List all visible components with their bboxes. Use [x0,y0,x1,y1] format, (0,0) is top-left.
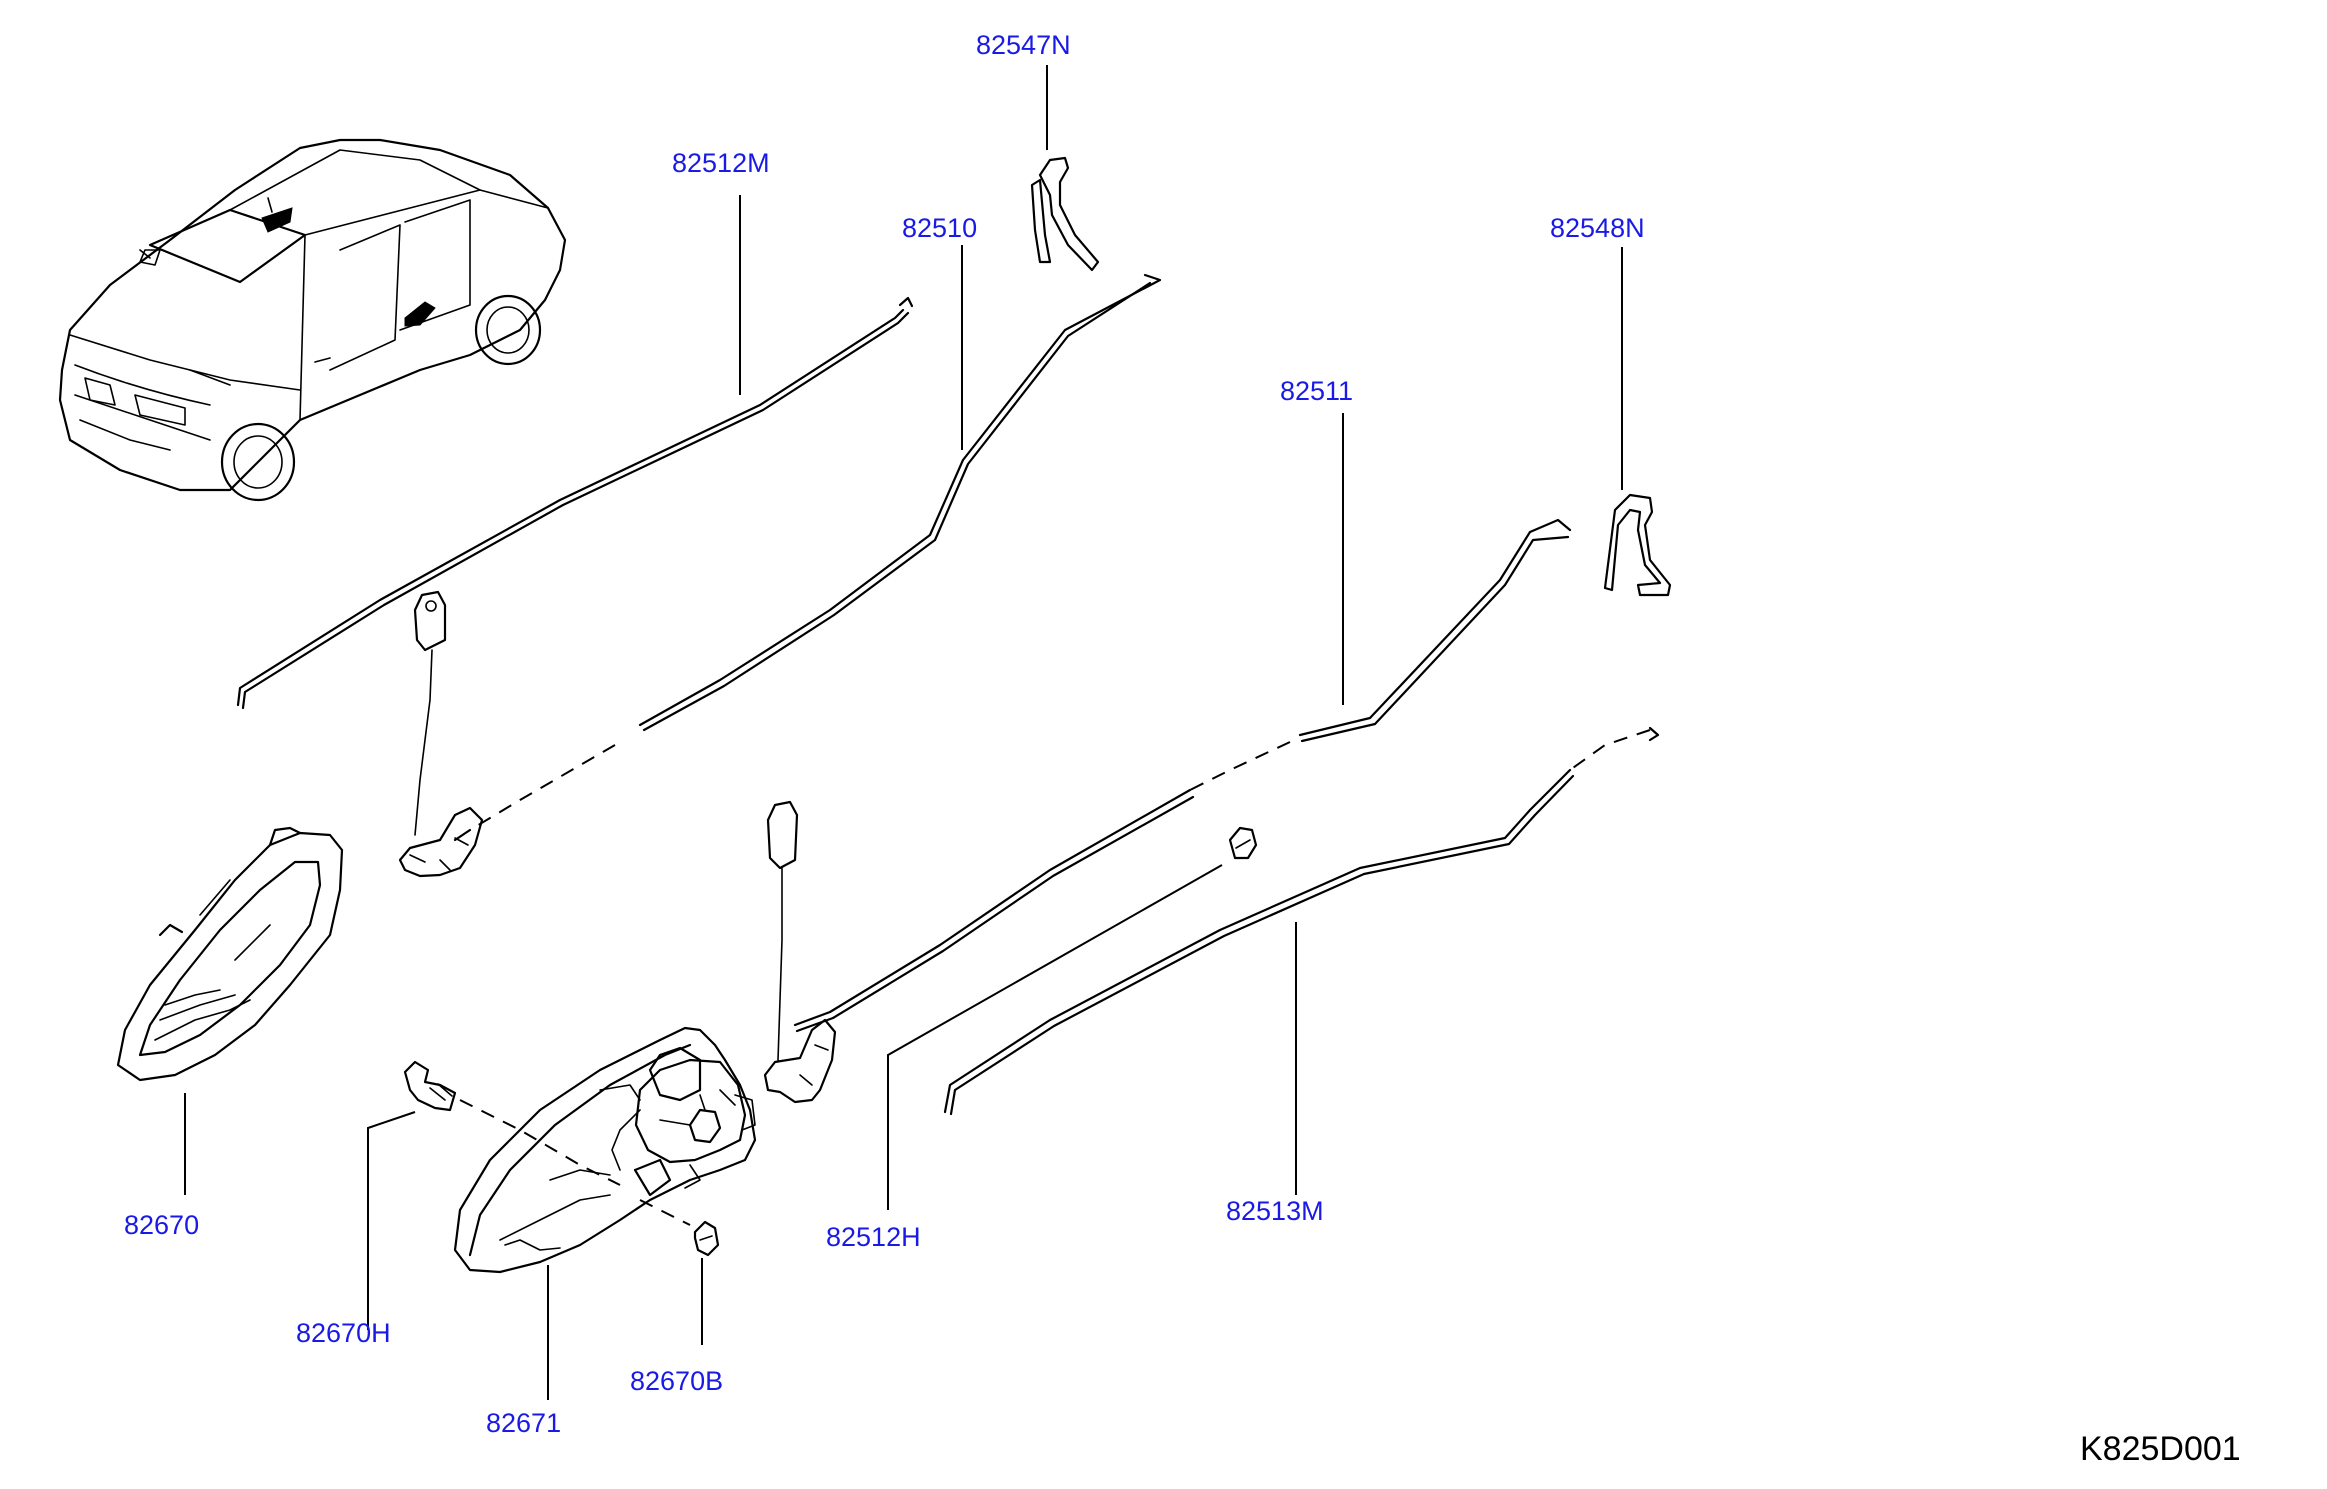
rod-82511 [793,518,1572,1033]
diagram-code: K825D001 [2080,1430,2241,1468]
part-label-82510: 82510 [902,213,978,243]
rod-82513M [943,726,1660,1116]
part-label-82548N: 82548N [1550,213,1645,243]
part-label-82511: 82511 [1280,376,1354,406]
car-overview-icon [58,138,567,502]
part-label-82512H: 82512H [826,1222,921,1252]
leader-lines [184,65,1623,1400]
screw-82670H [403,1060,621,1186]
clip-82548N [1603,493,1672,597]
lever-assembly-center [763,800,837,1104]
clip-82512H [1228,826,1258,860]
part-label-82512M: 82512M [672,148,770,178]
rod-82512M [236,296,914,710]
clip-82547N [1030,156,1100,272]
part-label-82670: 82670 [124,1210,200,1240]
part-label-82670B: 82670B [630,1366,724,1396]
outer-handle-82671 [453,1026,757,1274]
part-label-82513M: 82513M [1226,1196,1324,1226]
clip-82670B [639,1199,720,1257]
part-label-82670H: 82670H [296,1318,391,1348]
part-label-82671: 82671 [486,1408,562,1438]
inner-handle-82670 [116,826,344,1082]
rod-82510 [453,273,1162,842]
lever-assembly-left [398,590,484,878]
part-label-82547N: 82547N [976,30,1071,60]
